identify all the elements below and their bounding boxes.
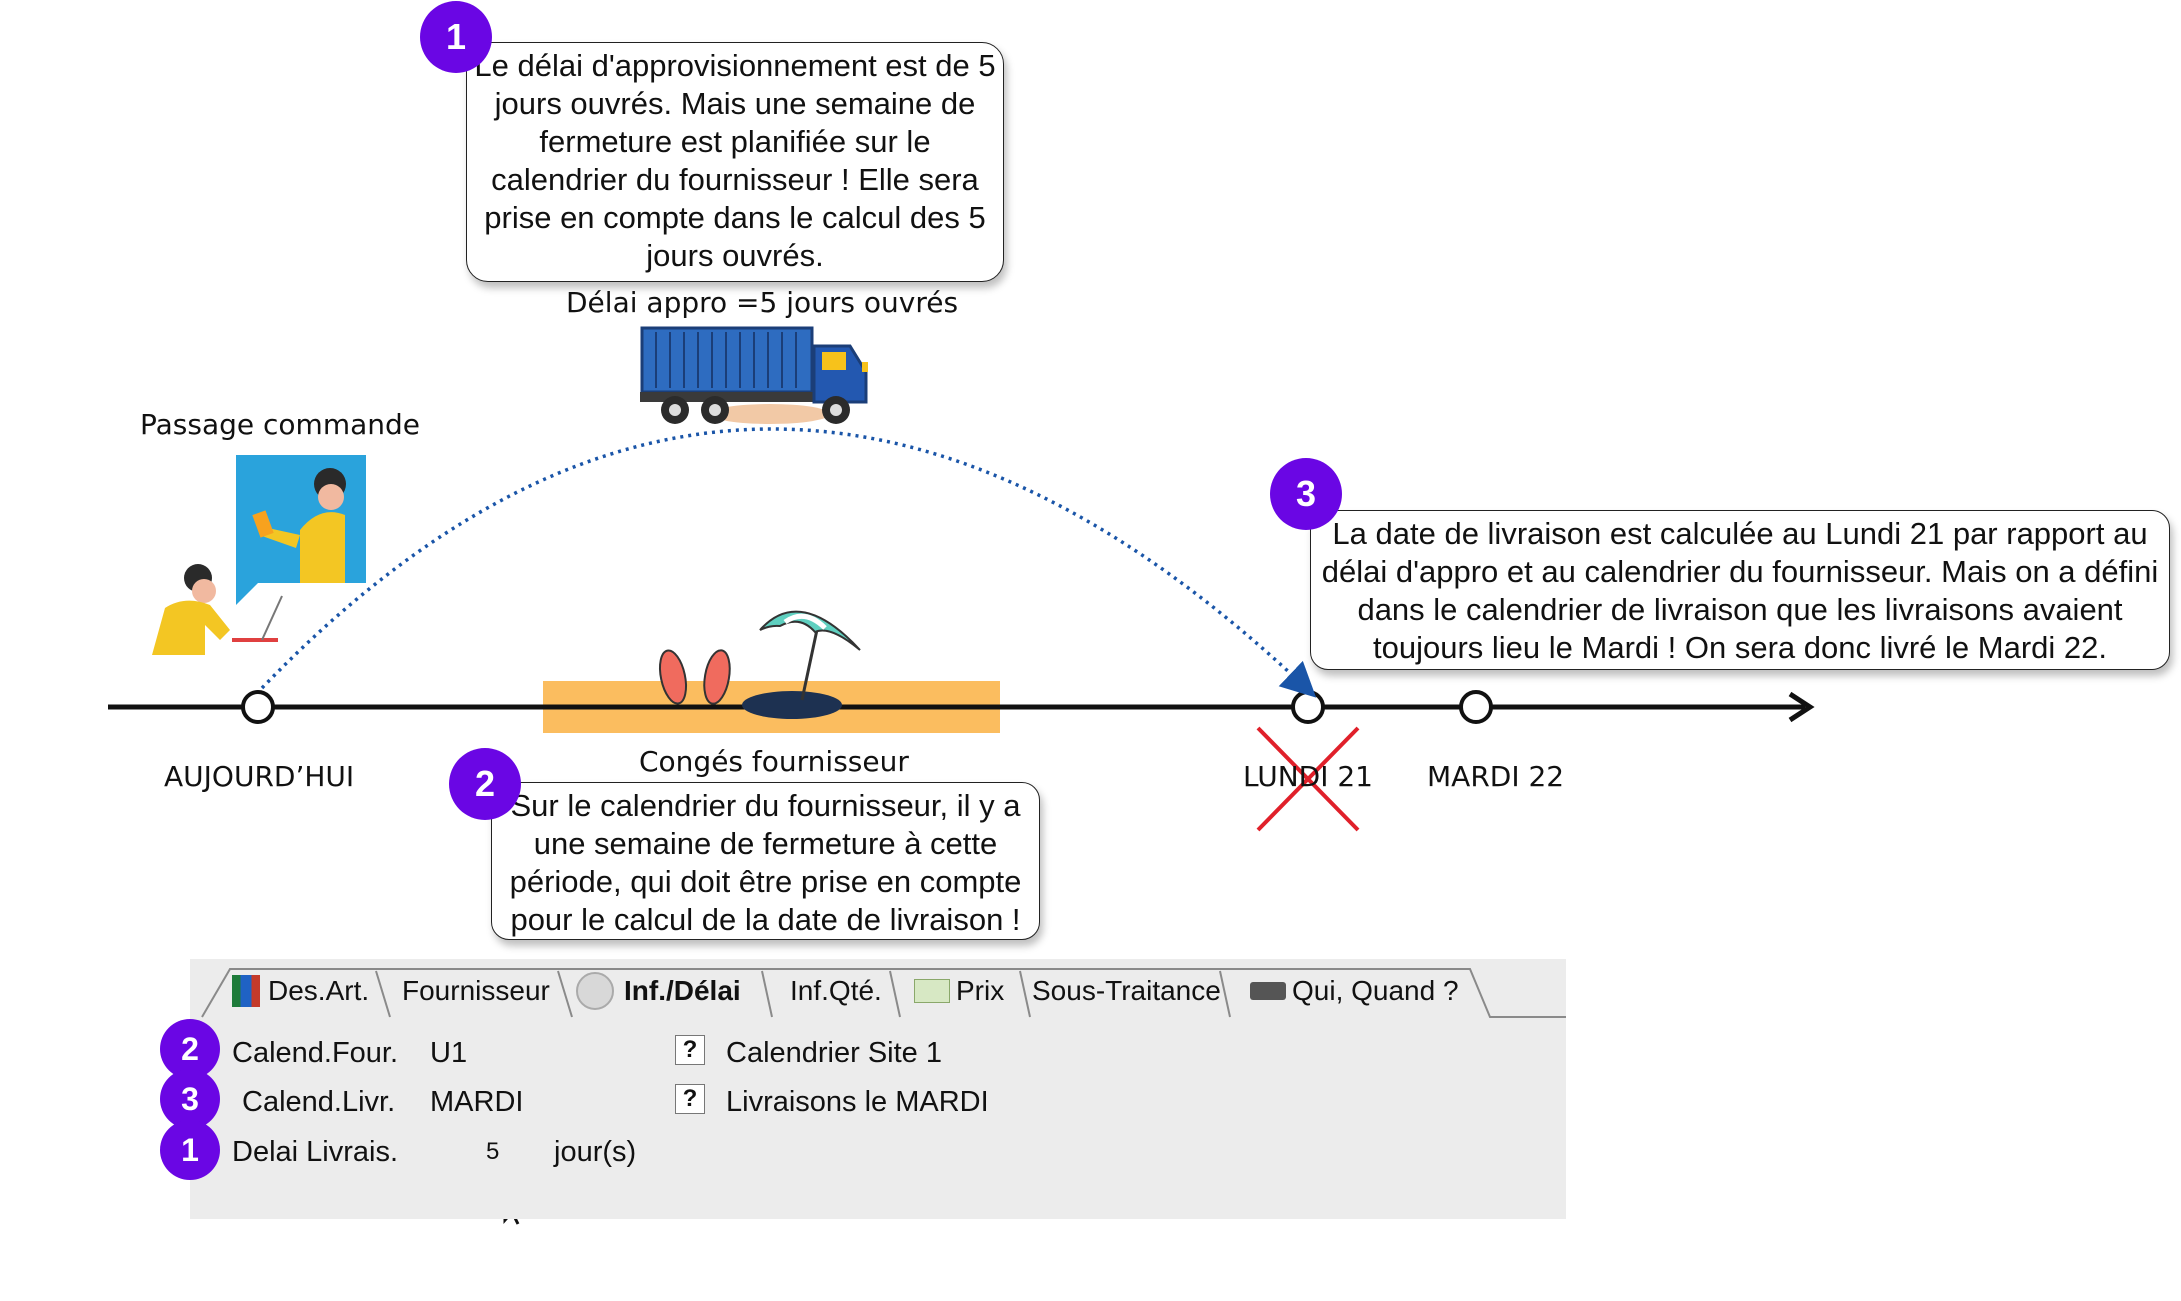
flip-flops-icon [658, 649, 731, 705]
book-icon [232, 975, 260, 1007]
calend-four-desc: Calendrier Site 1 [726, 1037, 942, 1069]
tab-fournisseur[interactable]: Fournisseur [402, 965, 550, 1017]
money-icon [914, 979, 950, 1003]
delai-livrais-label: Delai Livrais. [232, 1136, 398, 1168]
truck-icon [640, 326, 868, 424]
monday-node [1291, 690, 1325, 724]
callout-2-badge: 2 [449, 748, 521, 820]
delay-arc [260, 427, 1317, 698]
holiday-label: Congés fournisseur [639, 745, 909, 778]
delai-livrais-unit: jour(s) [554, 1136, 637, 1168]
tab-inf-delai-label: Inf./Délai [624, 975, 741, 1006]
monday-label: LUNDI 21 [1243, 760, 1373, 793]
calend-livr-value[interactable]: MARDI [430, 1086, 524, 1118]
tab-fournisseur-label: Fournisseur [402, 975, 550, 1006]
tab-inf-qte-label: Inf.Qté. [790, 975, 882, 1006]
tab-prix-label: Prix [956, 975, 1005, 1006]
callout-3-text: La date de livraison est calculée au Lun… [1321, 516, 2159, 665]
today-node [241, 690, 275, 724]
timeline-arrowhead [1788, 691, 1815, 723]
calend-four-value[interactable]: U1 [430, 1037, 468, 1069]
callout-1-badge: 1 [420, 1, 492, 73]
delai-livrais-value[interactable]: 5 [486, 1138, 500, 1165]
tab-prix[interactable]: Prix [914, 965, 1004, 1017]
tab-des-art[interactable]: Des.Art. [232, 965, 369, 1017]
tab-sous-traitance[interactable]: Sous-Traitance [1032, 965, 1221, 1017]
today-label: AUJOURD’HUI [164, 760, 355, 793]
calend-livr-help-button[interactable]: ? [675, 1084, 705, 1114]
callout-2-text: Sur le calendrier du fournisseur, il y a… [509, 788, 1022, 937]
calend-livr-label: Calend.Livr. [242, 1086, 396, 1118]
callout-2-bubble: Sur le calendrier du fournisseur, il y a… [491, 782, 1040, 940]
tab-qui-quand[interactable]: Qui, Quand ? [1250, 965, 1459, 1017]
tuesday-label: MARDI 22 [1427, 760, 1565, 793]
keyboard-icon [1250, 982, 1286, 1000]
tab-sous-traitance-label: Sous-Traitance [1032, 975, 1221, 1006]
tab-inf-delai[interactable]: Inf./Délai [576, 965, 741, 1017]
tuesday-node [1459, 690, 1493, 724]
callout-3-badge: 3 [1270, 458, 1342, 530]
callout-1-text: Le délai d'approvisionnement est de 5 jo… [474, 48, 996, 273]
row-badge-delai-livrais: 1 [160, 1120, 220, 1180]
tab-des-art-label: Des.Art. [268, 975, 370, 1006]
calend-four-label: Calend.Four. [232, 1037, 399, 1069]
tab-strip-outline [201, 968, 1566, 1018]
delay-label: Délai appro =5 jours ouvrés [566, 286, 959, 319]
erp-article-panel: Des.Art. Fournisseur Inf./Délai Inf.Qté.… [190, 959, 1566, 1219]
beach-umbrella-icon [742, 610, 861, 719]
callout-1-bubble: Le délai d'approvisionnement est de 5 jo… [466, 42, 1004, 282]
tab-inf-qte[interactable]: Inf.Qté. [790, 965, 882, 1017]
callout-3-bubble: La date de livraison est calculée au Lun… [1310, 510, 2170, 670]
row-badge-calend-livr: 3 [160, 1069, 220, 1129]
calend-livr-desc: Livraisons le MARDI [726, 1086, 989, 1118]
tab-qui-quand-label: Qui, Quand ? [1292, 975, 1459, 1006]
order-label: Passage commande [140, 408, 420, 441]
people-ordering-illustration [152, 455, 366, 655]
clock-icon [576, 972, 614, 1010]
cross-out-icon [1256, 726, 1360, 832]
calend-four-help-button[interactable]: ? [675, 1035, 705, 1065]
